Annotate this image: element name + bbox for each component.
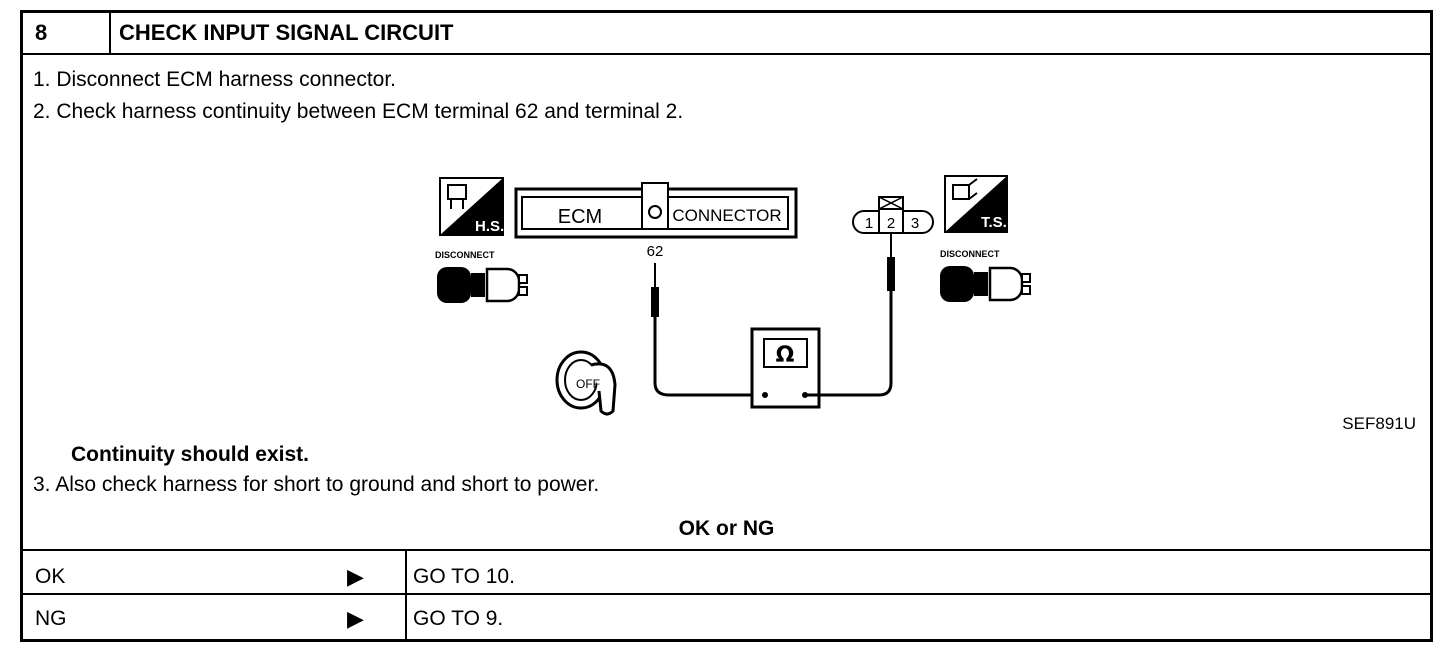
step-header: 8 CHECK INPUT SIGNAL CIRCUIT xyxy=(23,13,1430,55)
ignition-key-off-icon xyxy=(555,350,617,416)
continuity-check-diagram: H.S. DISCONNECT ECM CONNECTOR 62 xyxy=(435,175,1031,416)
hs-badge-label: H.S. xyxy=(475,218,504,235)
sensor-pin-1: 1 xyxy=(865,215,873,232)
sensor-connector-icon xyxy=(852,196,934,234)
decision-action: GO TO 9. xyxy=(413,607,504,630)
step-number: 8 xyxy=(23,13,111,53)
instruction-line-1: 1. Disconnect ECM harness connector. xyxy=(33,68,397,91)
decision-action: GO TO 10. xyxy=(413,565,515,588)
figure-reference: SEF891U xyxy=(1342,414,1416,433)
arrow-right-icon: ▶ xyxy=(347,606,364,631)
arrow-right-icon: ▶ xyxy=(347,564,364,589)
ecm-label: ECM xyxy=(558,206,602,228)
ecm-pin-label: 62 xyxy=(647,243,664,260)
instruction-line-2: 2. Check harness continuity between ECM … xyxy=(33,100,684,123)
ts-badge-label: T.S. xyxy=(981,214,1007,231)
decision-heading: OK or NG xyxy=(678,517,775,540)
probe-right xyxy=(887,257,895,291)
sensor-pin-3: 3 xyxy=(911,215,919,232)
step-title: CHECK INPUT SIGNAL CIRCUIT xyxy=(119,20,454,45)
connector-label: CONNECTOR xyxy=(672,206,781,225)
instruction-line-3: 3. Also check harness for short to groun… xyxy=(33,473,600,496)
decision-divider-top xyxy=(23,549,1430,551)
continuity-result: Continuity should exist. xyxy=(71,443,310,466)
key-off-label: OFF xyxy=(576,377,600,391)
disconnect-connector-icon-right xyxy=(940,266,1031,302)
disconnect-label-right: DISCONNECT xyxy=(940,249,1000,259)
decision-column-divider xyxy=(405,549,407,642)
ohm-symbol: Ω xyxy=(776,343,795,368)
ts-badge-icon xyxy=(944,175,1008,233)
decision-condition: NG xyxy=(35,607,67,630)
ecm-connector-icon xyxy=(514,182,798,239)
decision-divider-middle xyxy=(23,593,1430,595)
probe-left xyxy=(651,287,659,317)
decision-condition: OK xyxy=(35,565,66,588)
disconnect-label-left: DISCONNECT xyxy=(435,250,495,260)
disconnect-connector-icon-left xyxy=(437,267,528,303)
procedure-frame: 8 CHECK INPUT SIGNAL CIRCUIT 1. Disconne… xyxy=(20,10,1433,642)
sensor-pin-2: 2 xyxy=(887,215,895,232)
hs-badge-icon xyxy=(439,177,504,236)
